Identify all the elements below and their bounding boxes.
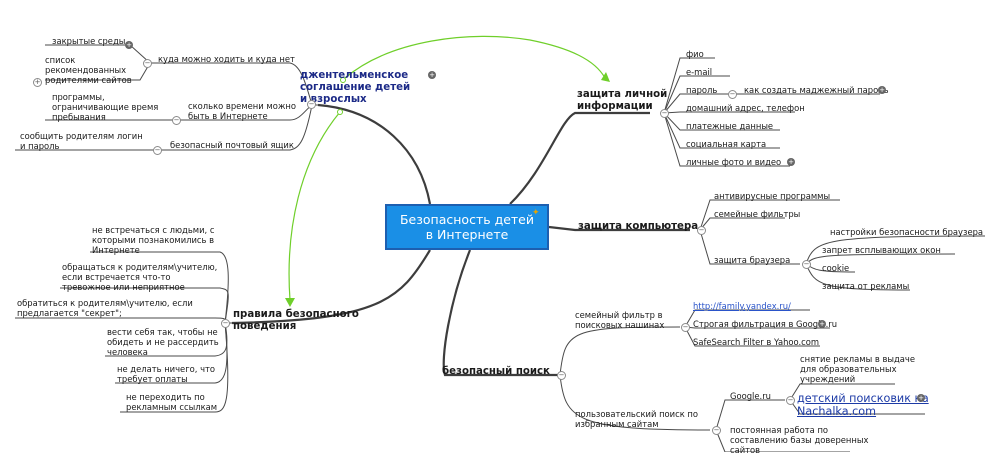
node-social-card[interactable]: социальная карта <box>686 139 767 149</box>
node-rule-no-payment[interactable]: не делать ничего, что требует оплаты <box>117 364 216 384</box>
node-fio[interactable]: фио <box>686 49 704 59</box>
node-tell-parents-login[interactable]: сообщить родителям логин и пароль <box>20 131 143 151</box>
branch-safe-search[interactable]: безопасный поиск <box>442 366 550 377</box>
node-closed-environments[interactable]: закрытые среды <box>52 36 126 46</box>
node-rule-tell-parents[interactable]: обращаться к родителям\учителю, если вст… <box>62 262 218 292</box>
collapse-toggle[interactable]: − <box>557 371 566 380</box>
expand-icon[interactable]: + <box>818 320 826 328</box>
expand-icon[interactable]: + <box>125 41 133 49</box>
node-rule-behave[interactable]: вести себя так, чтобы не обидеть и не ра… <box>107 327 219 357</box>
node-user-search[interactable]: пользовательский поиск по избранным сайт… <box>575 409 699 429</box>
collapse-toggle[interactable]: − <box>143 59 152 68</box>
node-google-ru[interactable]: Google.ru <box>730 391 771 401</box>
node-ad-protection[interactable]: защита от рекламы <box>822 281 910 291</box>
node-time-online[interactable]: сколько времени можно быть в Интернете <box>188 101 296 121</box>
collapse-toggle[interactable]: − <box>153 146 162 155</box>
collapse-toggle[interactable]: − <box>728 90 737 99</box>
link-nachalka[interactable]: детский поисковик на Nachalka.com <box>797 392 929 418</box>
node-family-filters[interactable]: семейные фильтры <box>714 209 801 219</box>
node-popup-block[interactable]: запрет всплывающих окон <box>822 245 941 255</box>
node-browser-settings[interactable]: настройки безопасности браузера <box>830 227 984 237</box>
central-topic[interactable]: Безопасность детей в Интернете <box>385 204 549 250</box>
node-cookie[interactable]: cookie <box>822 263 850 273</box>
node-remove-ads[interactable]: снятие рекламы в выдаче для образователь… <box>800 354 916 384</box>
central-topic-label: Безопасность детей в Интернете <box>399 212 534 242</box>
node-recommended-sites[interactable]: список рекомендованных родителями сайтов <box>45 55 132 85</box>
node-rule-secret[interactable]: обратиться к родителям\учителю, если пре… <box>17 298 193 318</box>
branch-agreement[interactable]: джентельменское соглашение детей и взрос… <box>300 70 411 105</box>
node-family-filter-search[interactable]: семейный фильтр в поисковых нашинах <box>575 310 665 330</box>
expand-icon[interactable]: + <box>878 86 886 94</box>
collapse-toggle[interactable]: − <box>307 100 316 109</box>
link-family-yandex[interactable]: http://family.yandex.ru/ <box>693 301 791 311</box>
node-home-address[interactable]: домашний адрес, телефон <box>686 103 805 113</box>
node-time-limit-programs[interactable]: программы, ограничивающие время пребыван… <box>52 92 159 122</box>
expand-icon[interactable]: + <box>787 158 795 166</box>
branch-safe-behavior-rules[interactable]: правила безопасного поведения <box>233 309 359 332</box>
node-trusted-sites-base[interactable]: постоянная работа по составлению базы до… <box>730 425 869 455</box>
add-icon[interactable]: + <box>33 78 42 87</box>
branch-personal-info[interactable]: защита личной информации <box>577 89 668 112</box>
node-personal-photos[interactable]: личные фото и видео <box>686 157 782 167</box>
node-browser-protection[interactable]: защита браузера <box>714 255 791 265</box>
collapse-toggle[interactable]: − <box>172 116 181 125</box>
node-google-strict[interactable]: Строгая фильтрация в Google.ru <box>693 319 838 329</box>
expand-icon[interactable]: + <box>917 394 925 402</box>
node-payment-data[interactable]: платежные данные <box>686 121 774 131</box>
collapse-toggle[interactable]: − <box>681 323 690 332</box>
node-antivirus[interactable]: антивирусные программы <box>714 191 831 201</box>
node-yahoo-safesearch[interactable]: SafeSearch Filter в Yahoo.com <box>693 337 820 347</box>
node-rule-no-ad-links[interactable]: не переходить по рекламным ссылкам <box>126 392 218 412</box>
expand-icon[interactable]: + <box>428 71 436 79</box>
node-rule-no-meeting[interactable]: не встречаться с людьми, с которыми позн… <box>92 225 215 255</box>
node-safe-mailbox[interactable]: безопасный почтовый ящик <box>170 140 294 150</box>
collapse-toggle[interactable]: − <box>786 396 795 405</box>
node-strong-password[interactable]: как создать маджежный пароль <box>744 85 889 95</box>
node-where-to-go[interactable]: куда можно ходить и куда нет <box>158 54 295 64</box>
collapse-toggle[interactable]: − <box>660 109 669 118</box>
star-icon: ✦ <box>532 208 540 218</box>
branch-computer-protection[interactable]: защита компьютера <box>578 221 699 232</box>
node-email[interactable]: e-mail <box>686 67 713 77</box>
collapse-toggle[interactable]: − <box>221 319 230 328</box>
node-password[interactable]: пароль <box>686 85 718 95</box>
collapse-toggle[interactable]: − <box>697 226 706 235</box>
collapse-toggle[interactable]: − <box>712 426 721 435</box>
collapse-toggle[interactable]: − <box>802 260 811 269</box>
